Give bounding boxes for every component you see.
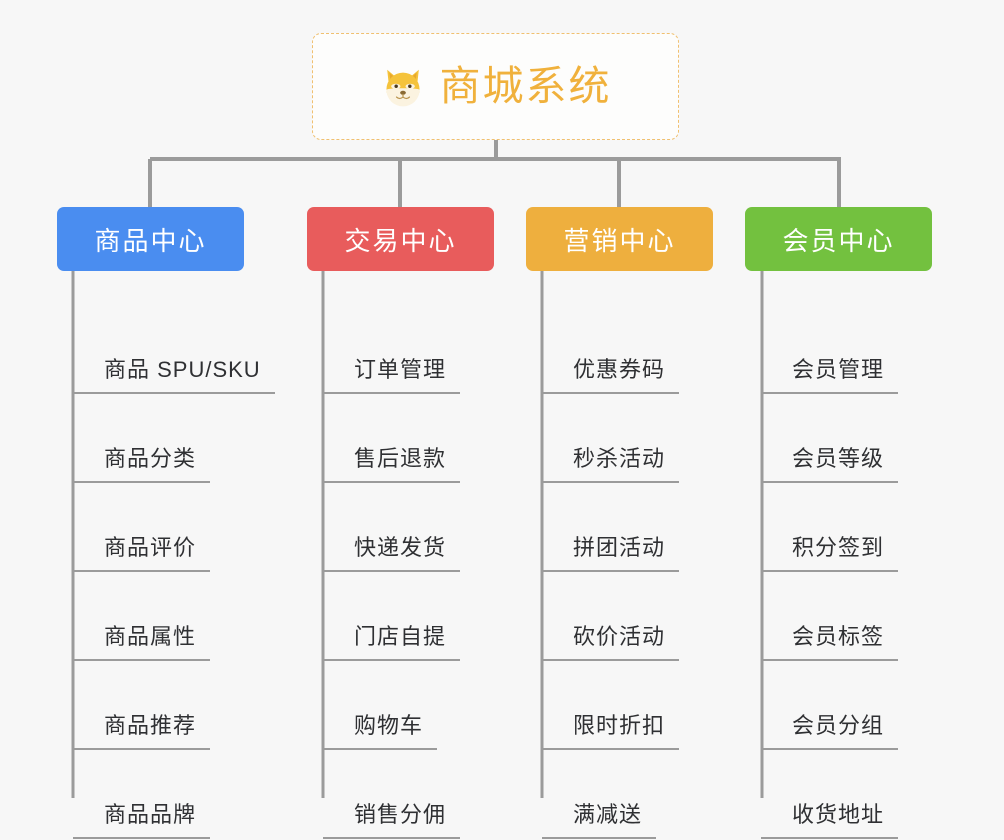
leaf-item[interactable]: 商品评价 — [73, 483, 244, 572]
leaf-item[interactable]: 秒杀活动 — [542, 394, 713, 483]
leaf-item-label: 收货地址 — [761, 797, 899, 839]
branch-column-2: 交易中心 订单管理 售后退款 快递发货 门店自提 购物车 销售分佣 — [307, 207, 494, 839]
branch-column-1: 商品中心 商品 SPU/SKU 商品分类 商品评价 商品属性 商品推荐 商品品牌 — [57, 207, 275, 839]
leaf-list-1: 商品 SPU/SKU 商品分类 商品评价 商品属性 商品推荐 商品品牌 — [73, 305, 275, 839]
leaf-item-label: 商品分类 — [73, 441, 211, 483]
leaf-item-label: 购物车 — [323, 708, 438, 750]
branch-header-4[interactable]: 会员中心 — [745, 207, 932, 271]
branch-header-label: 交易中心 — [344, 225, 457, 256]
leaf-item[interactable]: 会员标签 — [761, 572, 932, 661]
leaf-item[interactable]: 商品分类 — [73, 394, 244, 483]
branch-header-2[interactable]: 交易中心 — [307, 207, 494, 271]
leaf-list-4: 会员管理 会员等级 积分签到 会员标签 会员分组 收货地址 — [761, 305, 932, 839]
branch-column-3: 营销中心 优惠券码 秒杀活动 拼团活动 砍价活动 限时折扣 满减送 — [526, 207, 713, 839]
leaf-item[interactable]: 购物车 — [323, 661, 494, 750]
leaf-item-label: 商品属性 — [73, 619, 211, 661]
leaf-item-label: 拼团活动 — [542, 530, 680, 572]
leaf-item-label: 积分签到 — [761, 530, 899, 572]
leaf-item[interactable]: 会员等级 — [761, 394, 932, 483]
leaf-item[interactable]: 销售分佣 — [323, 750, 494, 839]
leaf-item-label: 销售分佣 — [323, 797, 461, 839]
leaf-item-label: 会员分组 — [761, 708, 899, 750]
leaf-item-label: 会员标签 — [761, 619, 899, 661]
leaf-item[interactable]: 会员管理 — [761, 305, 932, 394]
leaf-item[interactable]: 优惠券码 — [542, 305, 713, 394]
leaf-item-label: 优惠券码 — [542, 352, 680, 394]
leaf-item-label: 秒杀活动 — [542, 441, 680, 483]
root-title: 商城系统 — [439, 63, 612, 109]
leaf-item[interactable]: 售后退款 — [323, 394, 494, 483]
leaf-item-label: 售后退款 — [323, 441, 461, 483]
leaf-item-label: 限时折扣 — [542, 708, 680, 750]
leaf-list-3: 优惠券码 秒杀活动 拼团活动 砍价活动 限时折扣 满减送 — [542, 305, 713, 839]
branch-header-1[interactable]: 商品中心 — [57, 207, 244, 271]
leaf-item-label: 会员等级 — [761, 441, 899, 483]
leaf-item[interactable]: 砍价活动 — [542, 572, 713, 661]
leaf-item[interactable]: 商品品牌 — [73, 750, 244, 839]
leaf-item-label: 商品推荐 — [73, 708, 211, 750]
leaf-item[interactable]: 商品推荐 — [73, 661, 244, 750]
leaf-item-label: 商品品牌 — [73, 797, 211, 839]
leaf-item[interactable]: 门店自提 — [323, 572, 494, 661]
leaf-item-label: 满减送 — [542, 797, 657, 839]
leaf-item[interactable]: 积分签到 — [761, 483, 932, 572]
branch-header-label: 营销中心 — [563, 225, 676, 256]
leaf-item-label: 会员管理 — [761, 352, 899, 394]
leaf-item[interactable]: 商品 SPU/SKU — [73, 305, 275, 394]
leaf-item[interactable]: 拼团活动 — [542, 483, 713, 572]
leaf-item-label: 商品评价 — [73, 530, 211, 572]
leaf-item-label: 门店自提 — [323, 619, 461, 661]
shiba-dog-face-icon — [380, 64, 426, 110]
branch-header-label: 会员中心 — [782, 225, 895, 256]
leaf-item[interactable]: 商品属性 — [73, 572, 244, 661]
leaf-item[interactable]: 限时折扣 — [542, 661, 713, 750]
leaf-item-label: 订单管理 — [323, 352, 461, 394]
root-node[interactable]: 商城系统 — [312, 33, 679, 140]
leaf-item-label: 商品 SPU/SKU — [73, 352, 275, 394]
leaf-item-label: 快递发货 — [323, 530, 461, 572]
leaf-item[interactable]: 订单管理 — [323, 305, 494, 394]
leaf-item[interactable]: 会员分组 — [761, 661, 932, 750]
leaf-item-label: 砍价活动 — [542, 619, 680, 661]
branch-header-3[interactable]: 营销中心 — [526, 207, 713, 271]
branch-column-4: 会员中心 会员管理 会员等级 积分签到 会员标签 会员分组 收货地址 — [745, 207, 932, 839]
leaf-item[interactable]: 快递发货 — [323, 483, 494, 572]
leaf-item[interactable]: 收货地址 — [761, 750, 932, 839]
leaf-item[interactable]: 满减送 — [542, 750, 713, 839]
leaf-list-2: 订单管理 售后退款 快递发货 门店自提 购物车 销售分佣 — [323, 305, 494, 839]
branch-header-label: 商品中心 — [94, 225, 207, 256]
